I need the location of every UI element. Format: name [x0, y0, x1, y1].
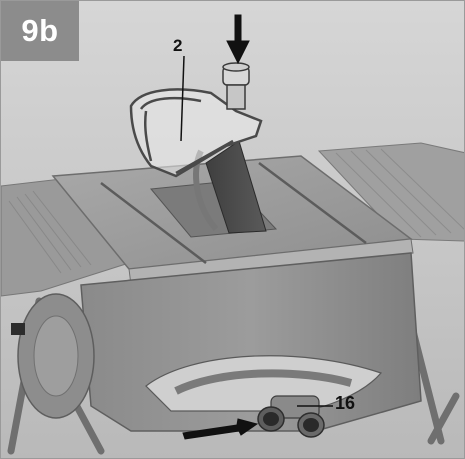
guard-dust-fitting [222, 62, 250, 110]
figure-tag: 9b [1, 1, 79, 61]
callout-label-dust-port: 16 [335, 393, 356, 413]
arrow-down-icon [226, 14, 250, 65]
arrow-right-icon [182, 418, 259, 440]
callout-2-leader [180, 55, 185, 142]
dust-port [257, 395, 325, 438]
callout-label-blade-guard: 2 [173, 36, 183, 55]
blade-guard [129, 88, 263, 178]
left-extension-table [1, 178, 130, 297]
saw-blade [205, 140, 267, 234]
